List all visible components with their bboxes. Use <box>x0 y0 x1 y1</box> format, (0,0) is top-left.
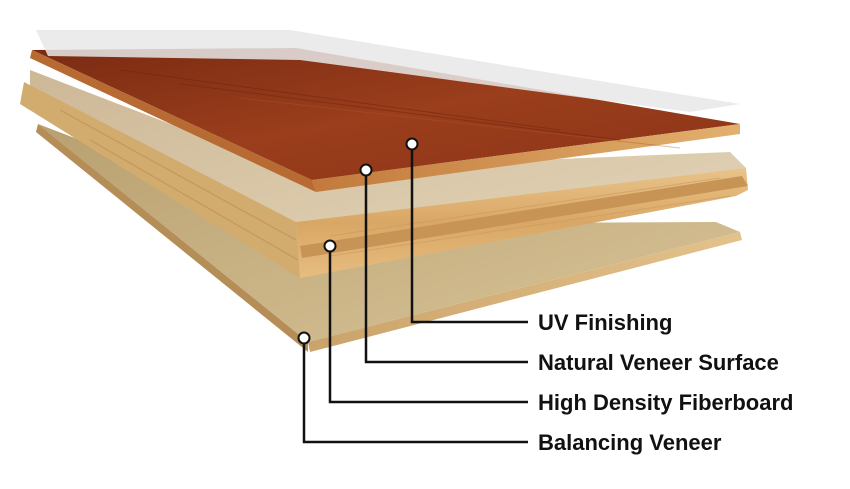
leader-uv-finishing <box>410 144 528 324</box>
leader-hdf <box>328 246 528 404</box>
label-uv-finishing: UV Finishing <box>538 310 672 335</box>
label-high-density-fiberboard: High Density Fiberboard <box>538 390 793 415</box>
leader-dots <box>297 137 419 345</box>
veneer-right-edge <box>312 124 740 192</box>
veneer-front-edge <box>30 50 316 192</box>
veneer-top-surface <box>32 48 740 180</box>
label-natural-veneer-surface: Natural Veneer Surface <box>538 350 779 375</box>
veneer-layer <box>30 48 740 192</box>
dot-hdf <box>323 239 337 253</box>
label-balancing-veneer: Balancing Veneer <box>538 430 722 455</box>
leader-natural-veneer <box>364 170 528 364</box>
balancing-veneer-edge-front <box>36 124 308 352</box>
dot-balancing-veneer <box>297 331 311 345</box>
dot-uv-finishing <box>405 137 419 151</box>
leader-balancing-veneer <box>302 338 528 444</box>
dot-natural-veneer <box>359 163 373 177</box>
hdf-core-top <box>30 70 746 246</box>
leader-lines <box>302 144 528 444</box>
uv-finishing-coat <box>36 30 740 112</box>
